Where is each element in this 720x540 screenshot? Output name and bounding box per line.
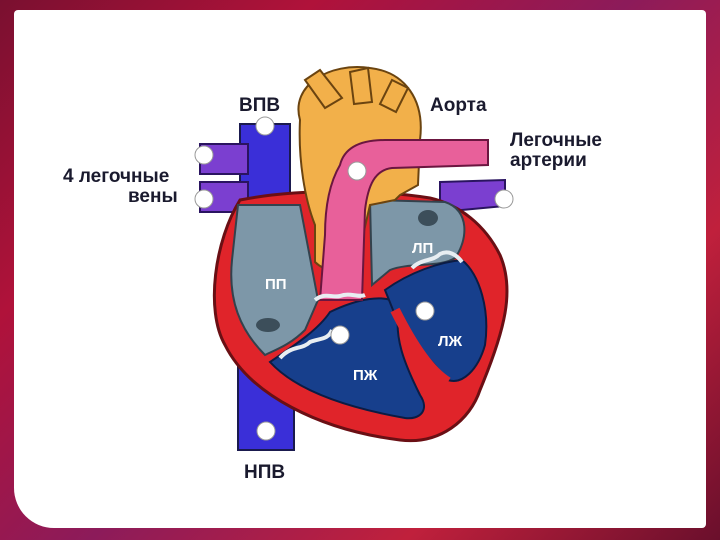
right-atrium: [230, 204, 320, 357]
mitral-valve: [410, 250, 464, 270]
label-ivc: НПВ: [244, 462, 286, 483]
marker-svc: [255, 116, 275, 136]
label-svc: ВПВ: [239, 95, 281, 116]
aortic-branch-3: [378, 78, 410, 114]
pulmonary-vein-opening: [418, 210, 438, 226]
marker-lv: [415, 301, 435, 321]
aortic-branch-1: [303, 68, 344, 110]
label-right-atrium: ПП: [265, 276, 287, 293]
marker-pulm-vein-upper: [194, 145, 214, 165]
tricuspid-valve: [278, 329, 334, 360]
left-atrium: [368, 198, 466, 288]
marker-rv: [330, 325, 350, 345]
label-pulmonary-arteries-line1: Легочные: [510, 130, 602, 151]
marker-pulm-vein-right: [494, 189, 514, 209]
label-left-atrium: ЛП: [412, 240, 434, 257]
aortic-branch-2: [348, 66, 374, 106]
label-right-ventricle: ПЖ: [353, 367, 378, 384]
marker-pulm-artery: [347, 161, 367, 181]
right-ventricle: [268, 297, 425, 420]
label-pulmonary-veins-line1: 4 легочные: [63, 166, 170, 187]
marker-ivc: [256, 421, 276, 441]
pulmonary-artery: [318, 139, 489, 301]
label-aorta: Аорта: [430, 95, 487, 116]
pulmonary-valve: [313, 292, 366, 302]
septum: [390, 307, 451, 387]
marker-pulm-vein-lower: [194, 189, 214, 209]
label-pulmonary-arteries-line2: артерии: [510, 150, 587, 171]
coronary-sinus-opening: [256, 318, 280, 332]
label-left-ventricle: ЛЖ: [438, 333, 463, 350]
label-pulmonary-veins-line2: вены: [128, 186, 178, 207]
